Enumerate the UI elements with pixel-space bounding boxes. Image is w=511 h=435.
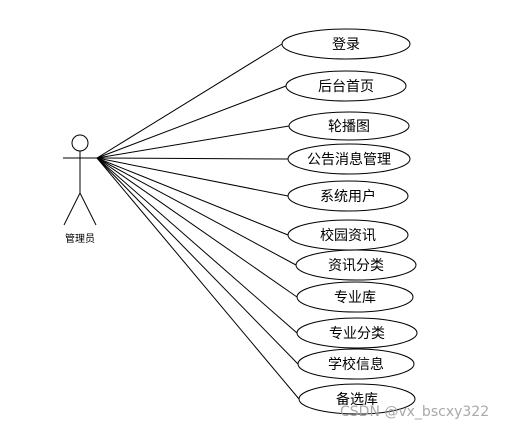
- use-case: 系统用户: [287, 180, 409, 212]
- use-case-ellipse: [295, 249, 417, 281]
- actor-label: 管理员: [65, 232, 95, 245]
- use-case-label: 登录: [332, 37, 360, 53]
- actor-left-leg: [63, 192, 81, 226]
- association-line: [96, 157, 300, 400]
- use-case-label: 系统用户: [320, 188, 376, 205]
- association-line: [96, 157, 298, 298]
- association-line: [96, 157, 297, 266]
- use-case-ellipse: [297, 348, 415, 380]
- use-case: 备选库: [298, 383, 416, 415]
- use-case-label: 专业分类: [329, 326, 385, 342]
- use-case-label: 资讯分类: [328, 258, 384, 274]
- watermark: CSDN @vx_bscxy322: [340, 404, 490, 420]
- association-line: [96, 43, 283, 159]
- use-case-label: 轮播图: [328, 119, 370, 135]
- association-line: [96, 157, 289, 197]
- use-case: 公告消息管理: [287, 143, 411, 175]
- use-case-label: 校园资讯: [320, 227, 376, 244]
- use-cases: 登录后台首页轮播图公告消息管理系统用户校园资讯资讯分类专业库专业分类学校信息备选…: [281, 28, 418, 415]
- association-line: [96, 125, 290, 159]
- association-line: [96, 157, 299, 365]
- association-line: [96, 157, 289, 236]
- use-case-ellipse: [285, 70, 407, 102]
- actor-head: [71, 134, 89, 152]
- association-line: [96, 157, 298, 334]
- use-case-ellipse: [287, 143, 411, 175]
- actor-figure: [63, 134, 97, 226]
- use-case-ellipse: [296, 317, 418, 349]
- use-case: 登录: [281, 28, 411, 60]
- use-case: 校园资讯: [287, 219, 409, 251]
- use-case: 学校信息: [297, 348, 415, 380]
- use-case-label: 备选库: [336, 391, 378, 408]
- use-case-ellipse: [288, 111, 410, 141]
- association-lines: [96, 43, 300, 400]
- use-case-label: 公告消息管理: [307, 151, 391, 168]
- actor-right-leg: [79, 192, 97, 226]
- association-line: [96, 157, 289, 160]
- use-case-label: 后台首页: [318, 79, 374, 95]
- use-case-ellipse: [287, 180, 409, 212]
- use-case-ellipse: [298, 383, 416, 415]
- use-case: 资讯分类: [295, 249, 417, 281]
- use-case: 后台首页: [285, 70, 407, 102]
- use-case-label: 学校信息: [328, 356, 384, 373]
- use-case: 轮播图: [288, 111, 410, 141]
- use-case-ellipse: [296, 281, 414, 313]
- association-line: [96, 85, 287, 159]
- use-case-label: 专业库: [334, 290, 376, 306]
- use-case: 专业库: [296, 281, 414, 313]
- use-case: 专业分类: [296, 317, 418, 349]
- use-case-ellipse: [281, 28, 411, 60]
